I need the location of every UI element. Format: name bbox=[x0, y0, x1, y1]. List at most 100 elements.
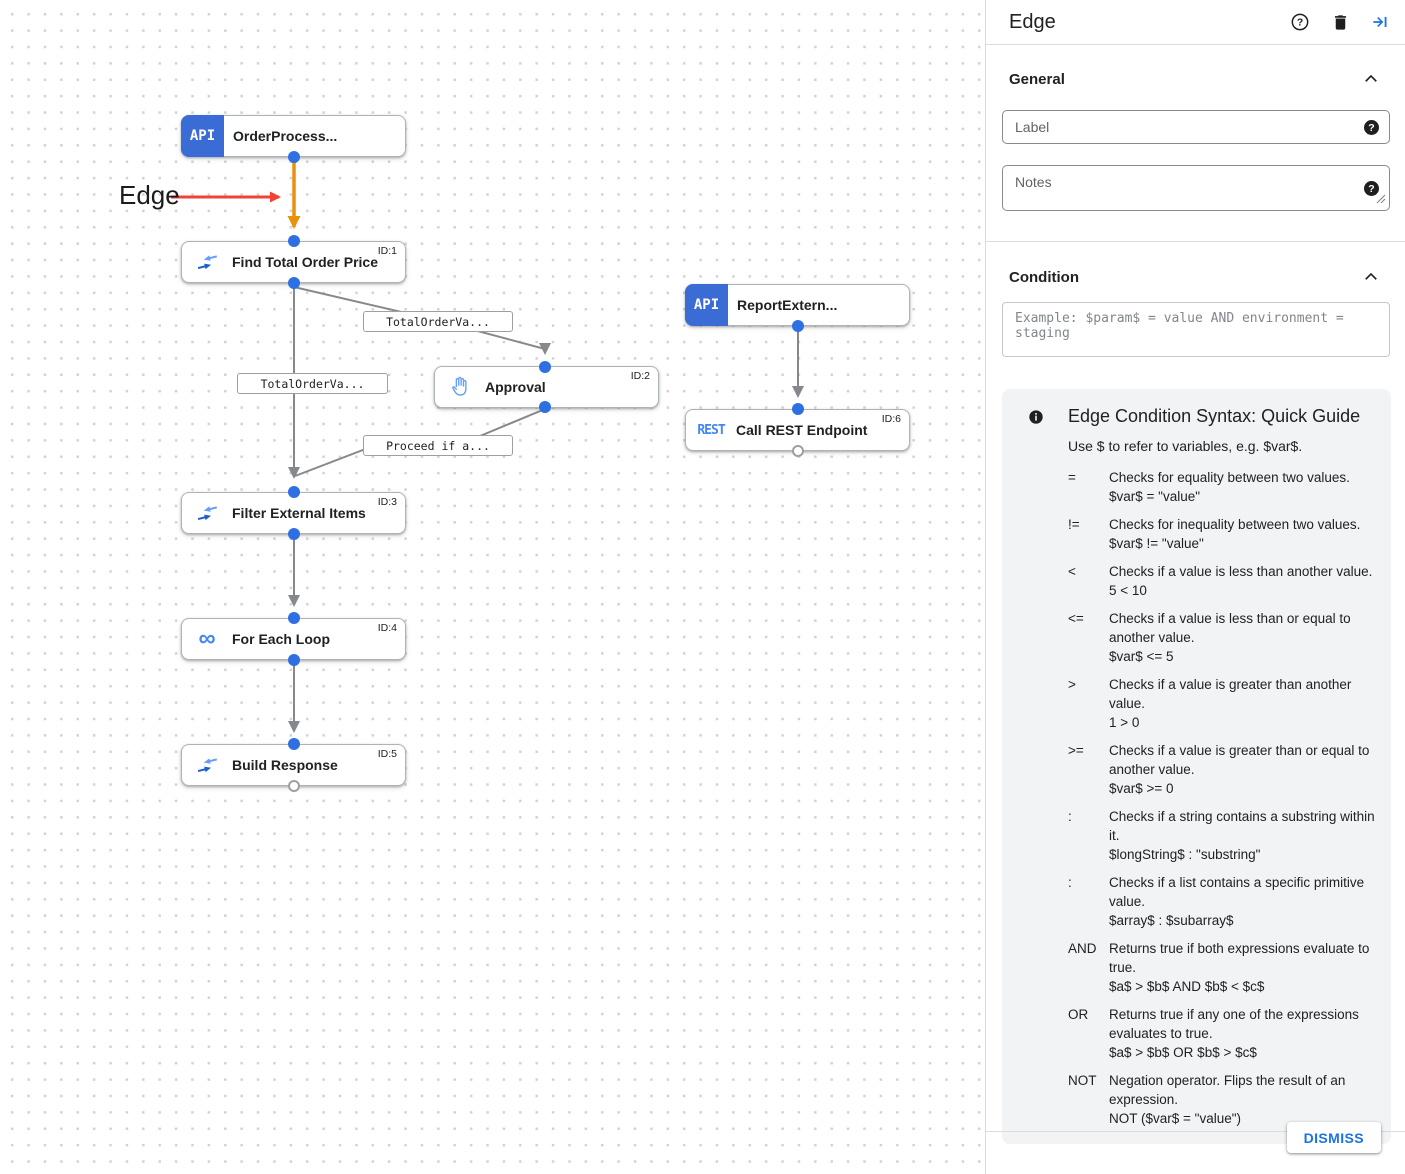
port-build-in[interactable] bbox=[288, 738, 300, 750]
guide-example: 1 > 0 bbox=[1109, 715, 1140, 730]
notes-input[interactable] bbox=[1002, 165, 1390, 211]
info-icon bbox=[1028, 409, 1068, 430]
chevron-up-icon[interactable] bbox=[1361, 69, 1381, 89]
guide-title: Edge Condition Syntax: Quick Guide bbox=[1068, 406, 1361, 426]
guide-entry: OR Returns true if any one of the expres… bbox=[1068, 1005, 1375, 1062]
guide-desc: Checks for equality between two values. bbox=[1109, 470, 1350, 485]
node-id-badge: ID:1 bbox=[377, 245, 397, 257]
port-callrest-out-open[interactable] bbox=[792, 445, 804, 457]
node-report-extern-trigger[interactable]: API ReportExtern... bbox=[685, 284, 910, 326]
port-approval-out[interactable] bbox=[539, 401, 551, 413]
node-title: OrderProcess... bbox=[233, 128, 338, 144]
port-orderprocess-out[interactable] bbox=[288, 151, 300, 163]
guide-example: $a$ > $b$ OR $b$ > $c$ bbox=[1109, 1045, 1257, 1060]
guide-desc: Checks for inequality between two values… bbox=[1109, 517, 1361, 532]
api-trigger-icon: API bbox=[181, 115, 224, 157]
guide-entry: != Checks for inequality between two val… bbox=[1068, 515, 1375, 553]
collapse-panel-icon[interactable] bbox=[1370, 12, 1390, 32]
edge-config-panel: Edge ? General ? ? bbox=[985, 0, 1405, 1174]
data-mapping-icon bbox=[195, 253, 219, 272]
footer-divider bbox=[986, 1131, 1405, 1132]
edge-label-to-filter[interactable]: TotalOrderVa... bbox=[237, 373, 388, 394]
port-foreach-out[interactable] bbox=[288, 654, 300, 666]
guide-desc: Returns true if both expressions evaluat… bbox=[1109, 941, 1370, 975]
panel-header: Edge ? bbox=[986, 0, 1405, 45]
node-title: Find Total Order Price bbox=[232, 254, 378, 270]
node-call-rest-endpoint[interactable]: REST Call REST Endpoint ID:6 bbox=[685, 409, 910, 451]
guide-example: $var$ >= 0 bbox=[1109, 781, 1174, 796]
guide-op: != bbox=[1068, 517, 1080, 532]
guide-op: > bbox=[1068, 677, 1076, 692]
guide-desc: Checks if a value is greater than or equ… bbox=[1109, 743, 1370, 777]
guide-op: <= bbox=[1068, 611, 1084, 626]
port-approval-in[interactable] bbox=[539, 361, 551, 373]
node-title: Build Response bbox=[232, 757, 338, 773]
node-title: Call REST Endpoint bbox=[736, 422, 868, 438]
guide-example: $var$ = "value" bbox=[1109, 489, 1201, 504]
port-reportextern-out[interactable] bbox=[792, 320, 804, 332]
delete-icon[interactable] bbox=[1330, 12, 1350, 32]
condition-section-title: Condition bbox=[1009, 268, 1079, 286]
guide-op: AND bbox=[1068, 941, 1097, 956]
guide-example: $a$ > $b$ AND $b$ < $c$ bbox=[1109, 979, 1265, 994]
label-input[interactable] bbox=[1002, 110, 1390, 144]
loop-infinity-icon: ∞ bbox=[198, 625, 216, 652]
node-id-badge: ID:5 bbox=[377, 748, 397, 760]
port-filter-in[interactable] bbox=[288, 486, 300, 498]
dismiss-button[interactable]: DISMISS bbox=[1286, 1122, 1381, 1153]
guide-entry: AND Returns true if both expressions eva… bbox=[1068, 939, 1375, 996]
guide-entry: = Checks for equality between two values… bbox=[1068, 468, 1375, 506]
guide-op: OR bbox=[1068, 1007, 1089, 1022]
guide-desc: Checks if a string contains a substring … bbox=[1109, 809, 1375, 843]
port-findtotal-in[interactable] bbox=[288, 235, 300, 247]
port-callrest-in[interactable] bbox=[792, 403, 804, 415]
guide-example: NOT ($var$ = "value") bbox=[1109, 1111, 1242, 1126]
node-build-response[interactable]: Build Response ID:5 bbox=[181, 744, 406, 786]
general-section-header[interactable]: General bbox=[986, 45, 1405, 89]
node-title: ReportExtern... bbox=[737, 297, 838, 313]
port-filter-out[interactable] bbox=[288, 528, 300, 540]
node-order-process-trigger[interactable]: API OrderProcess... bbox=[181, 115, 406, 157]
node-id-badge: ID:6 bbox=[881, 413, 901, 425]
port-build-out-open[interactable] bbox=[288, 780, 300, 792]
help-icon[interactable]: ? bbox=[1290, 12, 1310, 32]
data-mapping-icon bbox=[195, 504, 219, 523]
condition-input[interactable] bbox=[1002, 302, 1390, 357]
condition-syntax-guide: Edge Condition Syntax: Quick Guide Use $… bbox=[1002, 389, 1391, 1144]
port-foreach-in[interactable] bbox=[288, 612, 300, 624]
guide-entry: : Checks if a list contains a specific p… bbox=[1068, 873, 1375, 930]
resize-grip-icon[interactable] bbox=[1376, 191, 1386, 209]
guide-entry: > Checks if a value is greater than anot… bbox=[1068, 675, 1375, 732]
guide-example: $array$ : $subarray$ bbox=[1109, 913, 1234, 928]
label-help-icon[interactable]: ? bbox=[1364, 120, 1379, 135]
guide-desc: Checks if a value is less than another v… bbox=[1109, 564, 1373, 579]
edge-label-from-approval[interactable]: Proceed if a... bbox=[363, 435, 513, 456]
guide-example: $longString$ : "substring" bbox=[1109, 847, 1261, 862]
node-id-badge: ID:3 bbox=[377, 496, 397, 508]
edge-findtotal-to-approval[interactable] bbox=[293, 286, 551, 355]
guide-desc: Returns true if any one of the expressio… bbox=[1109, 1007, 1359, 1041]
guide-subtitle: Use $ to refer to variables, e.g. $var$. bbox=[1068, 438, 1303, 454]
flow-canvas[interactable]: Edge API OrderProcess... Find Total Orde… bbox=[0, 0, 985, 1174]
edge-annotation-label: Edge bbox=[119, 180, 180, 210]
guide-example: $var$ != "value" bbox=[1109, 536, 1204, 551]
guide-desc: Checks if a list contains a specific pri… bbox=[1109, 875, 1365, 909]
chevron-up-icon[interactable] bbox=[1361, 267, 1381, 287]
guide-desc: Checks if a value is less than or equal … bbox=[1109, 611, 1351, 645]
approval-hand-icon bbox=[448, 376, 472, 398]
guide-op: = bbox=[1068, 470, 1076, 485]
edge-label-to-approval[interactable]: TotalOrderVa... bbox=[363, 311, 513, 332]
guide-entry: >= Checks if a value is greater than or … bbox=[1068, 741, 1375, 798]
guide-op: < bbox=[1068, 564, 1076, 579]
guide-entry: NOT Negation operator. Flips the result … bbox=[1068, 1071, 1375, 1128]
data-mapping-icon bbox=[195, 756, 219, 775]
guide-op: : bbox=[1068, 875, 1072, 890]
condition-section-header[interactable]: Condition bbox=[986, 242, 1405, 287]
notes-help-icon[interactable]: ? bbox=[1364, 181, 1379, 196]
guide-entries: = Checks for equality between two values… bbox=[1068, 468, 1375, 1128]
guide-op: NOT bbox=[1068, 1073, 1097, 1088]
port-findtotal-out[interactable] bbox=[288, 277, 300, 289]
node-title: Filter External Items bbox=[232, 505, 366, 521]
node-id-badge: ID:2 bbox=[630, 370, 650, 382]
guide-desc: Checks if a value is greater than anothe… bbox=[1109, 677, 1352, 711]
